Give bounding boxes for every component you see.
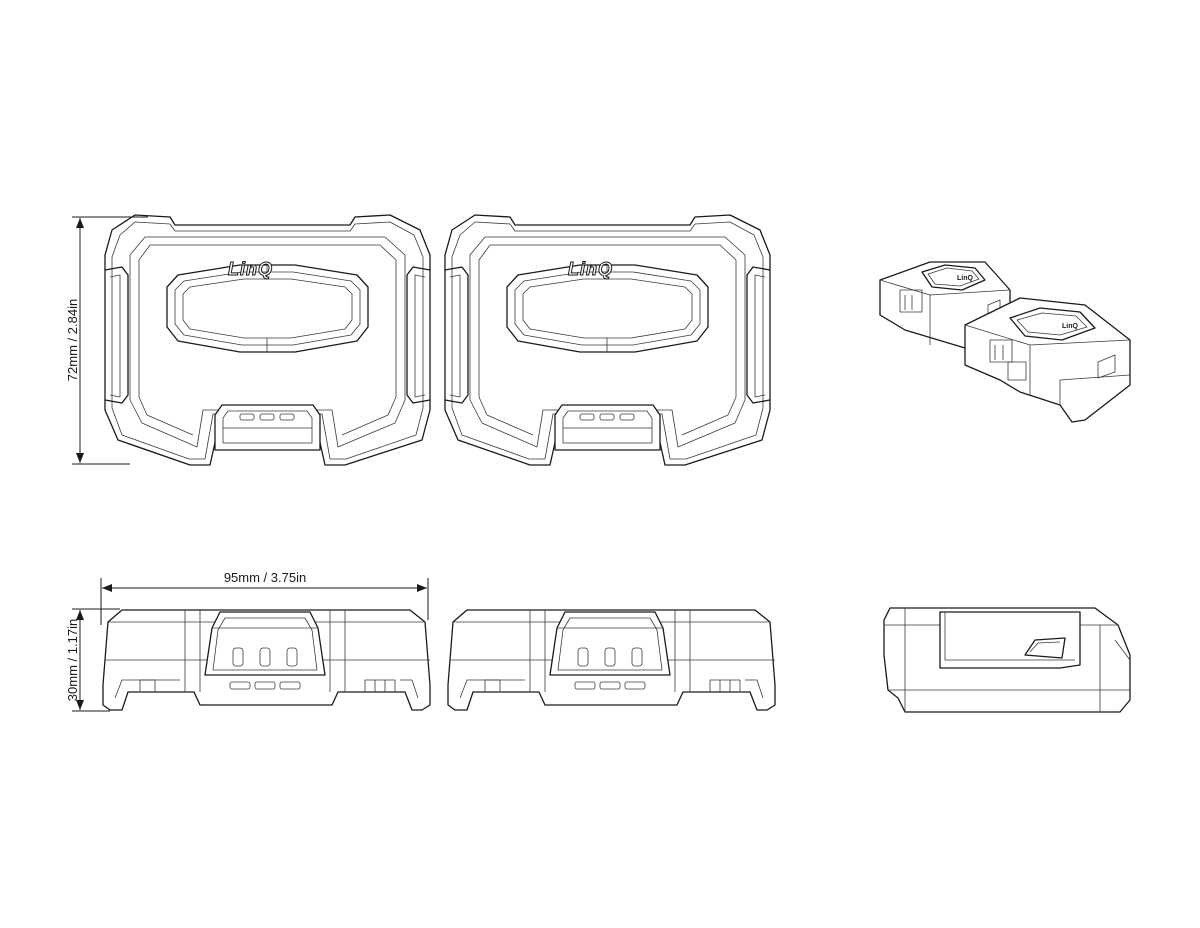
top-view-left: LinQ xyxy=(104,214,431,466)
dimension-height-top: 72mm / 2.84in xyxy=(65,216,148,465)
side-view-right xyxy=(447,609,776,711)
logo-right: LinQ xyxy=(568,259,613,279)
dimension-label-height-side: 30mm / 1.17in xyxy=(65,619,80,701)
dimension-label-height-top: 72mm / 2.84in xyxy=(65,299,80,381)
logo-isometric-back: LinQ xyxy=(957,275,973,282)
top-view-right: LinQ xyxy=(444,214,771,466)
side-view-left xyxy=(102,609,431,711)
dimension-label-width-side: 95mm / 3.75in xyxy=(224,570,306,585)
dimension-height-side: 30mm / 1.17in xyxy=(65,608,120,712)
logo-left: LinQ xyxy=(228,259,273,279)
logo-isometric-front: LinQ xyxy=(1062,323,1078,330)
end-view xyxy=(883,607,1131,713)
dimension-width-side: 95mm / 3.75in xyxy=(100,570,429,625)
isometric-view: LinQ LinQ xyxy=(879,261,1131,423)
